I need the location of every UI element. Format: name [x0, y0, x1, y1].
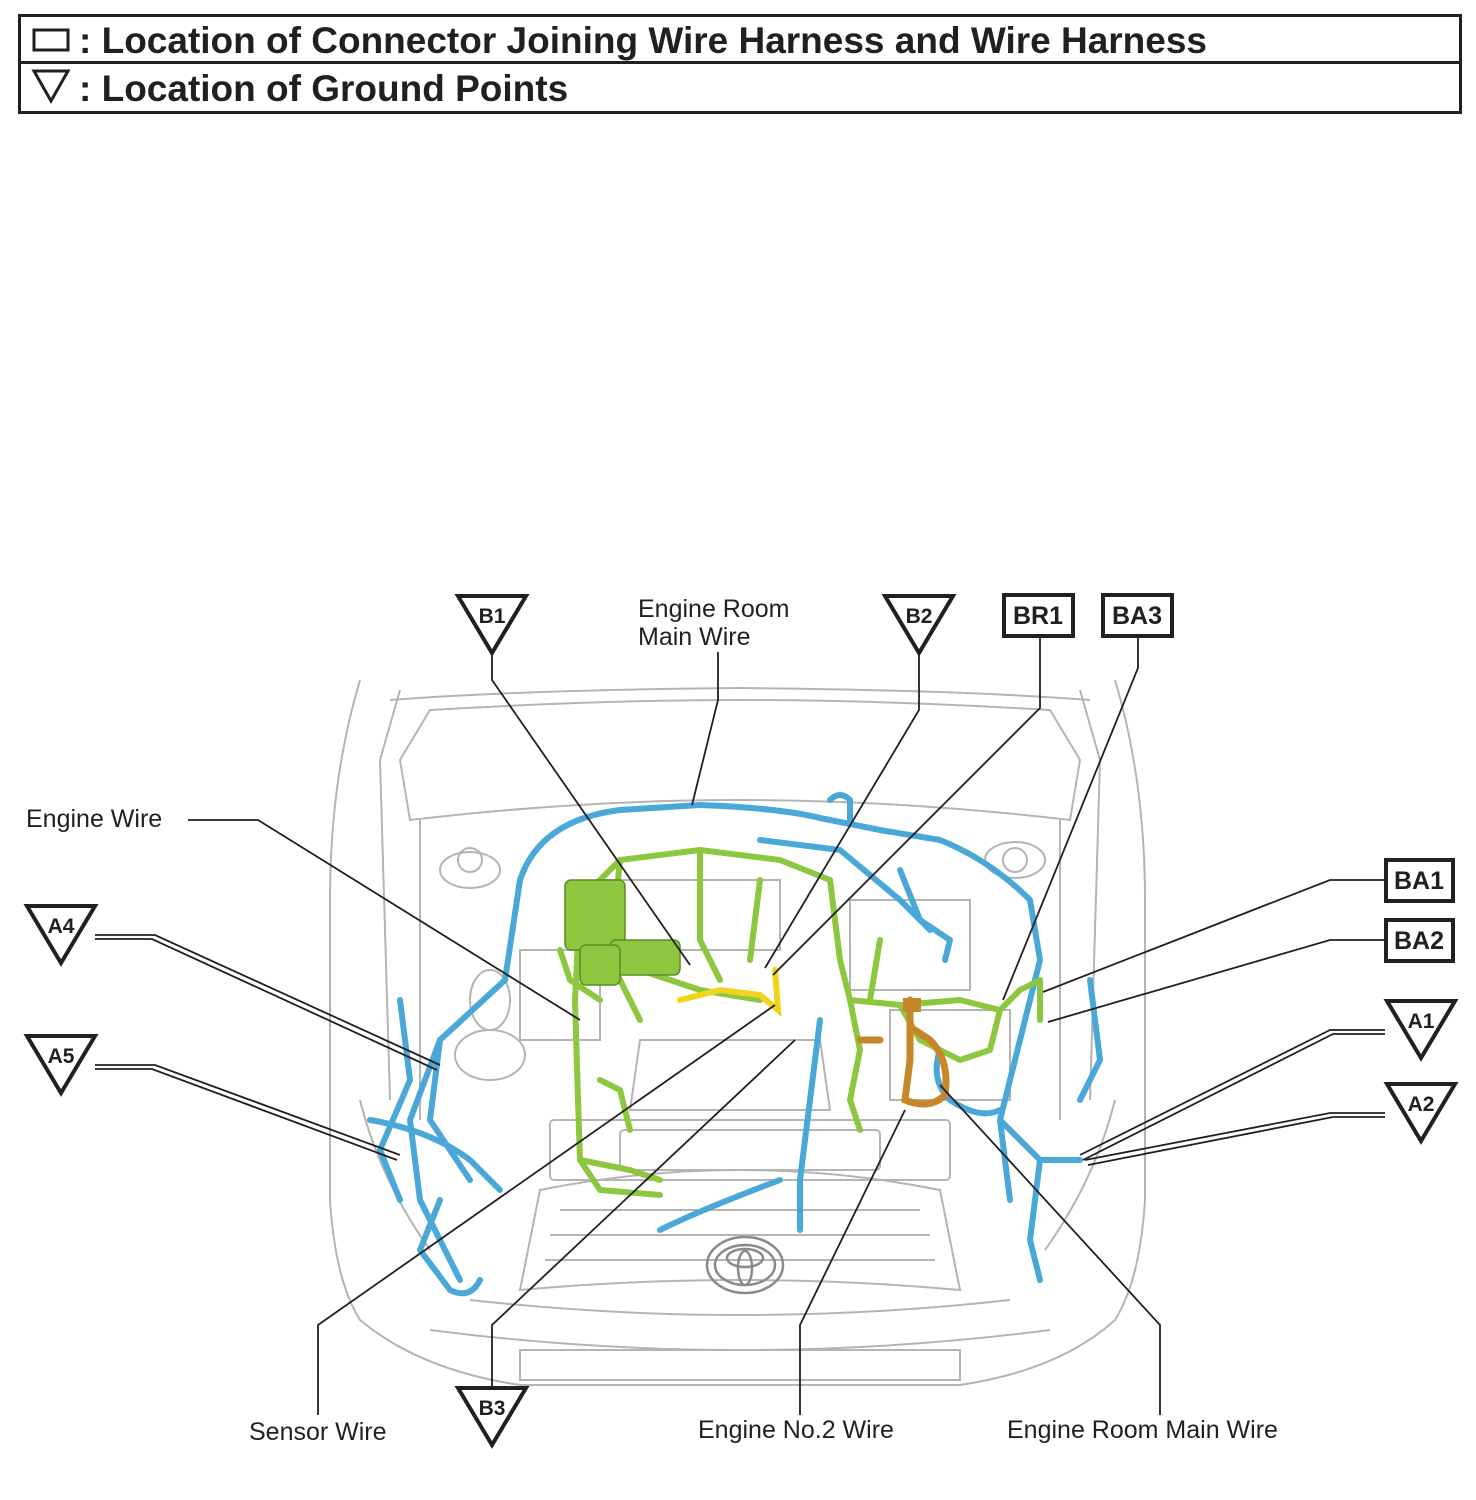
- connector-label: BA2: [1394, 927, 1444, 955]
- triangle-down-icon: [31, 69, 71, 105]
- connector-label: BR1: [1013, 602, 1063, 630]
- leader-b3: [491, 1039, 796, 1388]
- leader-engine-room-main-wire-bottom: [939, 1084, 1161, 1415]
- legend-box: : Location of Connector Joining Wire Har…: [18, 14, 1462, 114]
- triangle-down-icon: [1383, 1082, 1459, 1145]
- toyota-emblem-icon: [705, 1235, 785, 1295]
- engine-wire-harness: [557, 847, 1043, 1198]
- legend-connector-text: : Location of Connector Joining Wire Har…: [79, 20, 1208, 61]
- triangle-down-icon: [1383, 999, 1459, 1062]
- leader-b2: [764, 650, 920, 969]
- legend-row-connector: : Location of Connector Joining Wire Har…: [21, 17, 1459, 64]
- ground-point-label: A1: [1408, 1010, 1435, 1033]
- ground-point-a4: A4: [23, 904, 99, 967]
- ground-point-label: B2: [906, 605, 933, 628]
- rectangle-icon: [1101, 593, 1174, 638]
- legend-row-ground: : Location of Ground Points: [21, 65, 1459, 112]
- triangle-down-icon: [23, 1034, 99, 1097]
- leader-sensor-wire: [317, 1004, 776, 1415]
- leader-lines: [95, 638, 1385, 1415]
- engine-no2-wire-harness: [856, 996, 950, 1108]
- leader-a1: [1079, 1029, 1385, 1156]
- triangle-down-icon: [881, 594, 957, 657]
- label-engine-no2-wire: Engine No.2 Wire: [698, 1416, 894, 1444]
- ground-point-b3: B3: [454, 1386, 530, 1449]
- sensor-wire-harness: [677, 967, 782, 1017]
- rectangle-icon: [32, 28, 70, 52]
- engine-no2-wire-connector: [903, 998, 921, 1012]
- leader-ba1: [1042, 879, 1385, 993]
- leader-a5-b: [95, 1068, 398, 1161]
- leader-b1: [491, 650, 691, 966]
- rectangle-icon: [1384, 858, 1455, 903]
- ground-point-a2: A2: [1383, 1082, 1459, 1145]
- leader-engine-no2-wire: [799, 1109, 906, 1415]
- triangle-down-icon: [23, 904, 99, 967]
- label-engine-room-main-wire-top-line1: Engine Room: [638, 595, 789, 623]
- ground-point-label: A5: [48, 1045, 75, 1068]
- ground-point-label: A4: [48, 915, 75, 938]
- connector-label: BA3: [1112, 602, 1162, 630]
- triangle-down-icon: [454, 1386, 530, 1449]
- connector-br1: BR1: [1002, 593, 1075, 638]
- ground-point-label: A2: [1408, 1093, 1435, 1116]
- leader-a4: [95, 934, 441, 1066]
- leader-engine-room-main-wire-top: [691, 652, 719, 806]
- leader-a5: [95, 1064, 401, 1156]
- connector-ba2: BA2: [1384, 918, 1455, 963]
- leader-br1: [772, 638, 1041, 976]
- engine-wire-bundle: [564, 879, 681, 986]
- leader-a4-b: [95, 938, 438, 1071]
- leader-ba2: [1047, 939, 1385, 1023]
- rectangle-icon: [1384, 918, 1455, 963]
- label-engine-room-main-wire-top-line2: Main Wire: [638, 623, 751, 651]
- leader-engine-wire: [188, 819, 581, 1021]
- rectangle-icon: [1002, 593, 1075, 638]
- ground-point-b1: B1: [454, 594, 530, 657]
- connector-ba1: BA1: [1384, 858, 1455, 903]
- connector-ba3: BA3: [1101, 593, 1174, 638]
- leader-a2-b: [1087, 1116, 1385, 1166]
- leader-a1-b: [1082, 1033, 1385, 1161]
- connector-label: BA1: [1394, 867, 1444, 895]
- ground-point-label: B1: [479, 605, 506, 628]
- label-sensor-wire: Sensor Wire: [249, 1418, 387, 1446]
- label-engine-room-main-wire-bottom: Engine Room Main Wire: [1007, 1416, 1278, 1444]
- legend-ground-text: : Location of Ground Points: [79, 68, 569, 109]
- ground-point-b2: B2: [881, 594, 957, 657]
- label-engine-wire: Engine Wire: [26, 805, 162, 833]
- engine-room-main-wire-harness: [367, 792, 1103, 1297]
- leader-a2: [1084, 1112, 1385, 1161]
- leader-ba3: [1002, 638, 1139, 1001]
- ground-point-a1: A1: [1383, 999, 1459, 1062]
- ground-point-label: B3: [479, 1397, 506, 1420]
- triangle-down-icon: [454, 594, 530, 657]
- ground-point-a5: A5: [23, 1034, 99, 1097]
